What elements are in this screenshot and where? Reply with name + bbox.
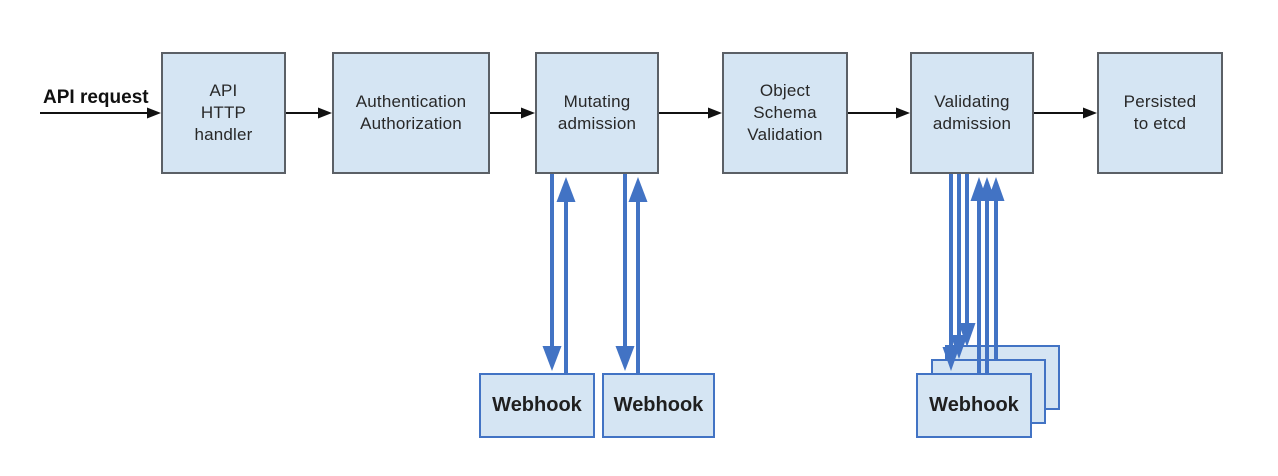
- arrowhead-icon: [987, 177, 1005, 201]
- pipeline-box-label: Validating admission: [932, 92, 1012, 133]
- pipeline-box-persisted-to-etcd: Persisted to etcd: [1097, 52, 1223, 174]
- pipeline-box-label: Object Schema Validation: [747, 81, 823, 144]
- pipeline-box-validating-admission: Validating admission: [910, 52, 1034, 174]
- pipeline-box-label: Mutating admission: [557, 92, 637, 133]
- arrowhead-icon: [896, 107, 910, 119]
- arrowhead-icon: [958, 323, 976, 347]
- arrowhead-icon: [147, 107, 161, 119]
- api-request-label: API request: [43, 87, 149, 108]
- mutating-webhook-box-1: Webhook: [479, 373, 595, 438]
- pipeline-box-mutating-admission: Mutating admission: [535, 52, 659, 174]
- arrowhead-icon: [708, 107, 722, 119]
- mutating-webhook-arrows: [542, 174, 648, 373]
- mutating-webhook-box-2: Webhook: [602, 373, 715, 438]
- validating-webhook-arrows: [942, 174, 1005, 373]
- webhook-label: Webhook: [613, 394, 704, 416]
- arrowhead-icon: [628, 177, 648, 202]
- pipeline-box-label: Authentication Authorization: [355, 92, 467, 133]
- arrowhead-icon: [615, 346, 635, 371]
- arrowhead-icon: [556, 177, 576, 202]
- arrowhead-icon: [970, 177, 988, 201]
- webhook-label: Webhook: [492, 394, 582, 416]
- webhook-label: Webhook: [929, 394, 1019, 416]
- arrowhead-icon: [318, 107, 332, 119]
- arrowhead-icon: [521, 107, 535, 119]
- arrowhead-icon: [542, 346, 562, 371]
- pipeline-box-label: API HTTP handler: [194, 81, 253, 144]
- validating-webhook-box-front: Webhook: [916, 373, 1032, 438]
- pipeline-box-object-schema-validation: Object Schema Validation: [722, 52, 848, 174]
- arrowhead-icon: [1083, 107, 1097, 119]
- pipeline-box-authentication-authorization: Authentication Authorization: [332, 52, 490, 174]
- arrowhead-icon: [978, 177, 996, 201]
- pipeline-box-label: Persisted to etcd: [1123, 92, 1197, 133]
- pipeline-box-api-http-handler: API HTTP handler: [161, 52, 286, 174]
